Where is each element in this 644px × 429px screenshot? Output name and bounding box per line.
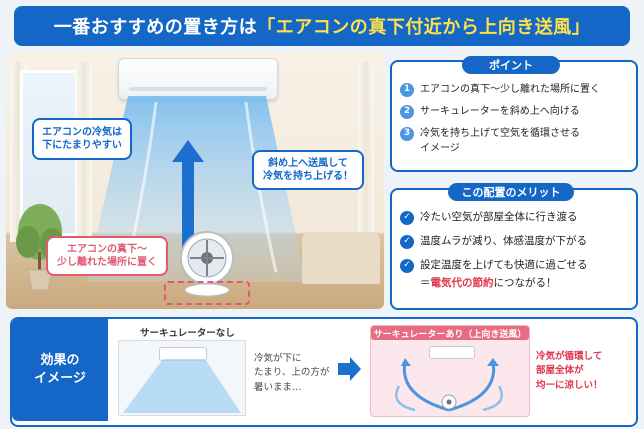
merit-item-3: ✓ 設定温度を上げても快適に過ごせる bbox=[400, 258, 626, 274]
point-text: 冷気を持ち上げて空気を循環させる イメージ bbox=[420, 128, 580, 154]
header-title-prefix: 一番おすすめの置き方は bbox=[53, 17, 258, 38]
circulation-arrows-icon bbox=[395, 358, 503, 412]
callout-cold-air: エアコンの冷気は 下にたまりやすい bbox=[32, 118, 132, 160]
cold-airflow-icon bbox=[123, 359, 241, 413]
page-header: 一番おすすめの置き方は「エアコンの真下付近から上向き送風」 bbox=[14, 6, 630, 46]
number-1-icon: 1 bbox=[400, 83, 414, 97]
effect-label: 効果の イメージ bbox=[12, 319, 108, 421]
placement-rug-outline bbox=[164, 281, 250, 305]
merit-conclusion-suffix: につながる！ bbox=[493, 277, 557, 289]
without-circulator-text: 冷気が下に たまり、上の方が 暑いまま… bbox=[254, 353, 330, 393]
with-circulator-room: サーキュレーターあり（上向き送風） bbox=[370, 325, 530, 417]
without-circulator-label: サーキュレーターなし bbox=[140, 328, 235, 339]
with-circulator-label: サーキュレーターあり（上向き送風） bbox=[371, 326, 529, 340]
point-text: エアコンの真下〜少し離れた場所に置く bbox=[420, 84, 600, 95]
check-icon: ✓ bbox=[400, 259, 414, 273]
merit-text: 温度ムラが減り、体感温度が下がる bbox=[420, 235, 588, 247]
header-title-highlight: 「エアコンの真下付近から上向き送風」 bbox=[257, 17, 591, 38]
number-3-icon: 3 bbox=[400, 127, 414, 141]
merits-title: この配置のメリット bbox=[448, 183, 574, 201]
room-scene: エアコンの冷気は 下にたまりやすい 斜め上へ送風して 冷気を持ち上げる！ エアコ… bbox=[6, 52, 384, 309]
air-conditioner-icon bbox=[429, 346, 475, 359]
check-icon: ✓ bbox=[400, 235, 414, 249]
point-text: サーキュレーターを斜め上へ向ける bbox=[420, 106, 580, 117]
circulator-fan-icon bbox=[180, 231, 234, 297]
sofa bbox=[302, 232, 380, 284]
upward-arrow-icon bbox=[172, 140, 204, 256]
merits-panel bbox=[390, 188, 638, 310]
merit-text: 冷たい空気が部屋全体に行き渡る bbox=[420, 211, 578, 223]
callout-placement: エアコンの真下〜 少し離れた場所に置く bbox=[46, 236, 168, 276]
number-2-icon: 2 bbox=[400, 105, 414, 119]
point-item-3: 3 冷気を持ち上げて空気を循環させる イメージ bbox=[400, 126, 624, 156]
arrow-right-icon bbox=[338, 357, 361, 381]
merit-conclusion-prefix: ＝ bbox=[420, 277, 431, 289]
effect-section bbox=[10, 317, 638, 427]
merit-item-2: ✓ 温度ムラが減り、体感温度が下がる bbox=[400, 234, 626, 250]
merit-conclusion: ＝電気代の節約につながる！ bbox=[420, 276, 630, 292]
points-title: ポイント bbox=[462, 56, 560, 74]
with-circulator-text: 冷気が循環して 部屋全体が 均一に涼しい！ bbox=[536, 351, 603, 391]
merit-text: 設定温度を上げても快適に過ごせる bbox=[420, 259, 588, 271]
merit-conclusion-highlight: 電気代の節約 bbox=[430, 277, 494, 289]
check-icon: ✓ bbox=[400, 211, 414, 225]
merit-item-1: ✓ 冷たい空気が部屋全体に行き渡る bbox=[400, 210, 626, 226]
air-conditioner-icon bbox=[118, 58, 278, 100]
point-item-2: 2 サーキュレーターを斜め上へ向ける bbox=[400, 104, 624, 119]
without-circulator-room bbox=[118, 340, 246, 416]
curtain-far-right bbox=[358, 62, 374, 242]
callout-blow-up: 斜め上へ送風して 冷気を持ち上げる！ bbox=[252, 150, 364, 190]
point-item-1: 1 エアコンの真下〜少し離れた場所に置く bbox=[400, 82, 624, 97]
